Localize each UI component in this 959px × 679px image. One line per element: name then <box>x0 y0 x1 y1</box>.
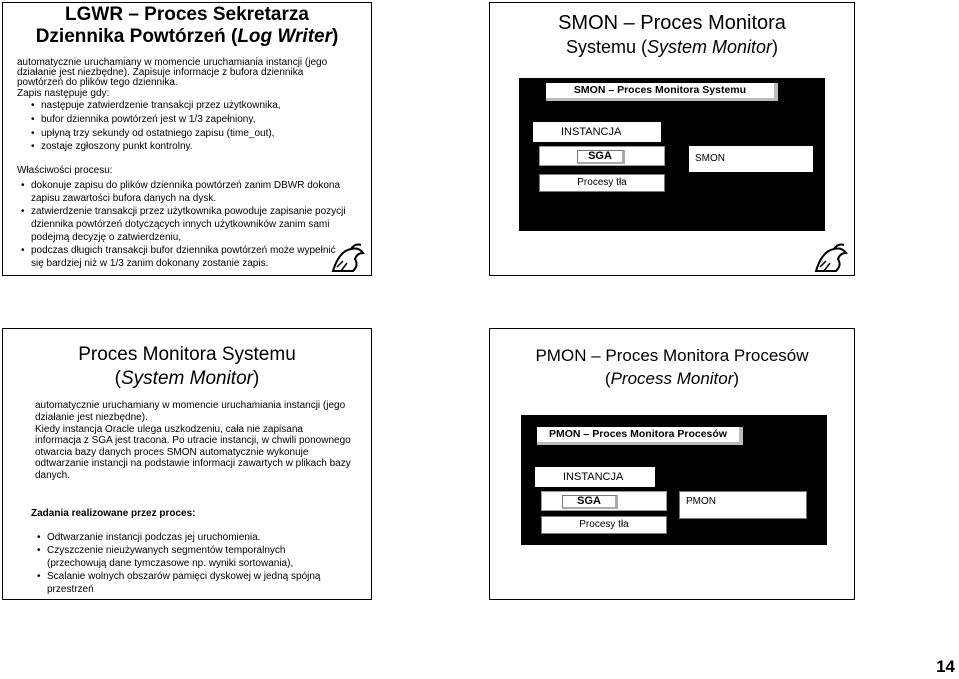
slide-title-line1: Proces Monitora Systemu <box>78 344 296 365</box>
list-item: następuje zatwierdzenie transakcji przez… <box>31 99 281 113</box>
list-item: upłyną trzy sekundy od ostatniego zapisu… <box>31 127 274 141</box>
pelican-logo-icon <box>814 243 848 272</box>
list-item: Odtwarzanie instancji podczas jej urucho… <box>37 531 260 545</box>
slide-title-line1: SMON – Proces Monitora <box>558 12 786 34</box>
slide-pmon: PMON – Proces Monitora Procesów (Process… <box>489 328 855 600</box>
slide-title-line2: (Process Monitor) <box>490 370 854 388</box>
intro-line: automatycznie uruchamiany w momencie uru… <box>17 57 328 68</box>
title-suffix: ) <box>252 368 260 389</box>
para-line: informacja z SGA jest tracona. Po utraci… <box>35 435 351 446</box>
props-label: Właściwości procesu: <box>17 165 113 176</box>
intro-line: powtórzeń do plików tego dziennika. <box>17 77 178 88</box>
slide-smon-diagram: SMON – Proces Monitora Systemu (System M… <box>489 2 855 276</box>
sga-label: SGA <box>562 495 618 509</box>
list-item: zostaje zgłoszony punkt kontrolny. <box>31 140 193 154</box>
tasks-label: Zadania realizowane przez proces: <box>31 508 196 519</box>
para-line: otwarcia bazy danych proces SMON automat… <box>35 447 309 458</box>
para-line: Kiedy instancja Oracle ulega uszkodzeniu… <box>35 424 303 435</box>
list-item-cont: zapisu zawartości bufora danych na dysk. <box>31 193 217 204</box>
slide-title-line2: (System Monitor) <box>3 369 371 389</box>
list-item-cont: (przechowują dane tymczasowe np. wyniki … <box>47 558 294 569</box>
title-italic: System Monitor <box>646 37 773 57</box>
intro-line: działanie jest niezbędne). Zapisuje info… <box>17 67 304 78</box>
instance-label: INSTANCJA <box>535 467 655 487</box>
pelican-logo-icon <box>331 243 365 272</box>
title-prefix: ( <box>604 369 611 388</box>
sga-area: SGA <box>541 491 667 511</box>
diagram-header: SMON – Proces Monitora Systemu <box>546 83 778 101</box>
para-line: danych. <box>35 470 71 481</box>
list-item-cont: dziennika powtórzeń dotyczących innych u… <box>31 219 330 230</box>
pmon-process-box: PMON <box>679 491 807 519</box>
page-number: 14 <box>936 657 955 676</box>
slide-title-line2: Systemu (System Monitor) <box>490 38 854 57</box>
title-prefix: Dziennika Powtórzeń ( <box>35 26 238 47</box>
list-item-cont: przestrzeń <box>47 584 94 595</box>
list-item: dokonuje zapisu do plików dziennika powt… <box>21 179 340 193</box>
slide-lgwr: LGWR – Proces Sekretarza Dziennika Powtó… <box>2 2 372 276</box>
list-item: bufor dziennika powtórzeń jest w 1/3 zap… <box>31 113 255 127</box>
title-suffix: ) <box>331 26 339 47</box>
slide-smon-text: Proces Monitora Systemu (System Monitor)… <box>2 328 372 600</box>
title-italic: Process Monitor <box>610 369 734 388</box>
slide-title-line2: Dziennika Powtórzeń (Log Writer) <box>3 27 371 47</box>
list-item: Scalanie wolnych obszarów pamięci dyskow… <box>37 570 321 584</box>
instance-diagram: PMON – Proces Monitora Procesów INSTANCJ… <box>521 415 827 545</box>
slide-title-line1: LGWR – Proces Sekretarza <box>65 4 309 25</box>
para-line: działanie jest niezbędne). <box>35 412 148 423</box>
slide-title-line1: PMON – Proces Monitora Procesów <box>535 346 809 365</box>
title-italic: Log Writer <box>237 26 332 47</box>
para-line: automatycznie uruchamiany w momencie uru… <box>35 400 346 411</box>
list-item: podczas długich transakcji bufor dzienni… <box>21 244 336 258</box>
background-processes: Procesy tła <box>541 516 667 534</box>
smon-process-box: SMON <box>689 146 813 172</box>
title-prefix: ( <box>114 368 121 389</box>
title-prefix: Systemu ( <box>565 37 647 57</box>
instance-label: INSTANCJA <box>533 122 661 142</box>
list-item-cont: podejmą decyzję o zatwierdzeniu, <box>31 232 182 243</box>
list-item-cont: się bardziej niż w 1/3 zanim dokonany zo… <box>31 258 269 269</box>
title-italic: System Monitor <box>121 368 253 389</box>
instance-diagram: SMON – Proces Monitora Systemu INSTANCJA… <box>519 78 825 231</box>
para-line: odtwarzanie instancji na podstawie infor… <box>35 458 351 469</box>
when-label: Zapis następuje gdy: <box>17 88 110 99</box>
sga-area: SGA <box>539 146 665 166</box>
background-processes: Procesy tła <box>539 174 665 192</box>
title-suffix: ) <box>733 369 740 388</box>
list-item: Czyszczenie nieużywanych segmentów tempo… <box>37 544 285 558</box>
sga-label: SGA <box>577 150 625 164</box>
title-suffix: ) <box>772 37 779 57</box>
diagram-header: PMON – Proces Monitora Procesów <box>537 427 743 445</box>
list-item: zatwierdzenie transakcji przez użytkowni… <box>21 205 346 219</box>
